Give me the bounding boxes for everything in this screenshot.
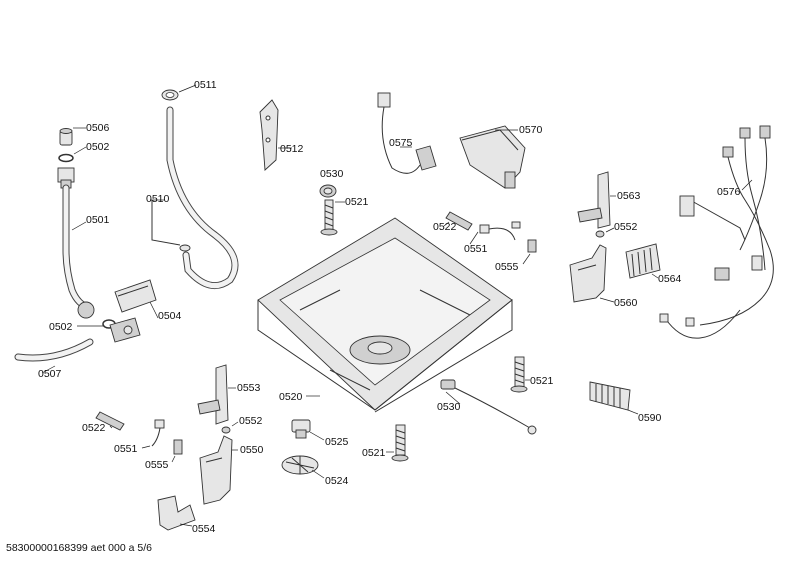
part-0552-screw-lower xyxy=(221,421,239,434)
label-0575: 0575 xyxy=(389,137,413,149)
label-0570: 0570 xyxy=(519,124,543,136)
label-0590: 0590 xyxy=(638,412,662,424)
label-0507: 0507 xyxy=(38,368,62,380)
label-0502-lower: 0502 xyxy=(49,321,73,333)
part-0504-valve-block xyxy=(109,279,159,343)
label-0522-upper: 0522 xyxy=(433,221,457,233)
part-0530-foot-top xyxy=(319,184,337,198)
part-0530-float-cable xyxy=(440,379,537,435)
label-0502-top: 0502 xyxy=(86,141,110,153)
part-0502-seal-top xyxy=(58,146,87,163)
label-0551-upper: 0551 xyxy=(464,243,488,255)
part-0564-grille xyxy=(625,243,661,279)
label-0552-lower: 0552 xyxy=(239,415,263,427)
label-0525: 0525 xyxy=(325,436,349,448)
label-0552-upper: 0552 xyxy=(614,221,638,233)
label-0504: 0504 xyxy=(158,310,182,322)
part-0512-bracket xyxy=(259,99,292,171)
label-0521-right: 0521 xyxy=(530,375,554,387)
part-0570-control-module xyxy=(459,125,526,189)
part-0555-connector-upper xyxy=(522,239,537,265)
part-0563-bracket xyxy=(577,171,616,229)
part-0521-leveling-foot-b xyxy=(510,356,530,393)
part-0550-bracket xyxy=(199,435,238,505)
label-0522-lower: 0522 xyxy=(82,422,106,434)
part-0551-sensor-upper xyxy=(469,221,521,245)
label-0521-lower: 0521 xyxy=(362,447,386,459)
label-0511: 0511 xyxy=(194,79,217,91)
part-0554-clip xyxy=(157,495,196,531)
document-id-footer: 58300000168399 aet 000 a 5/6 xyxy=(6,542,152,554)
label-0550: 0550 xyxy=(240,444,264,456)
label-0551-lower: 0551 xyxy=(114,443,138,455)
label-0555-upper: 0555 xyxy=(495,261,519,273)
label-0576: 0576 xyxy=(717,186,741,198)
part-0553-bracket xyxy=(197,364,236,425)
part-0522-rod-upper xyxy=(443,211,473,231)
part-0525-switch xyxy=(291,419,325,441)
part-0560-bracket xyxy=(569,244,615,303)
label-0520: 0520 xyxy=(279,391,303,403)
part-0524-disc xyxy=(281,455,325,479)
label-0510: 0510 xyxy=(146,193,170,205)
label-0564: 0564 xyxy=(658,273,682,285)
label-0530-lower: 0530 xyxy=(437,401,461,413)
label-0521-top: 0521 xyxy=(345,196,369,208)
part-0521-leveling-foot-a xyxy=(320,199,345,236)
part-0522-rod-lower xyxy=(95,411,125,431)
part-0511-clip xyxy=(161,84,197,101)
part-0555-connector-lower xyxy=(171,439,183,463)
label-0512: 0512 xyxy=(280,143,304,155)
label-0506: 0506 xyxy=(86,122,110,134)
label-0524: 0524 xyxy=(325,475,349,487)
label-0563: 0563 xyxy=(617,190,641,202)
label-0555-lower: 0555 xyxy=(145,459,169,471)
part-0510-circulation-hose xyxy=(150,106,239,290)
part-0506-sleeve xyxy=(59,127,86,146)
part-0520-base-tub xyxy=(257,217,513,413)
part-0501-inlet-hose xyxy=(57,167,94,312)
label-0560: 0560 xyxy=(614,297,638,309)
part-0502-seal-lower xyxy=(77,301,116,329)
label-0553: 0553 xyxy=(237,382,261,394)
part-0552-screw-upper xyxy=(595,227,615,238)
part-0575-cable xyxy=(377,92,437,174)
label-0554: 0554 xyxy=(192,523,216,535)
part-0590-grille xyxy=(589,381,639,415)
part-0576-wiring-harness xyxy=(659,125,774,339)
label-0530-top: 0530 xyxy=(320,168,344,180)
part-0551-sensor-lower xyxy=(141,419,165,449)
part-0521-leveling-foot-c xyxy=(386,424,409,462)
part-0507-drain-hose xyxy=(14,338,94,374)
label-0501: 0501 xyxy=(86,214,110,226)
